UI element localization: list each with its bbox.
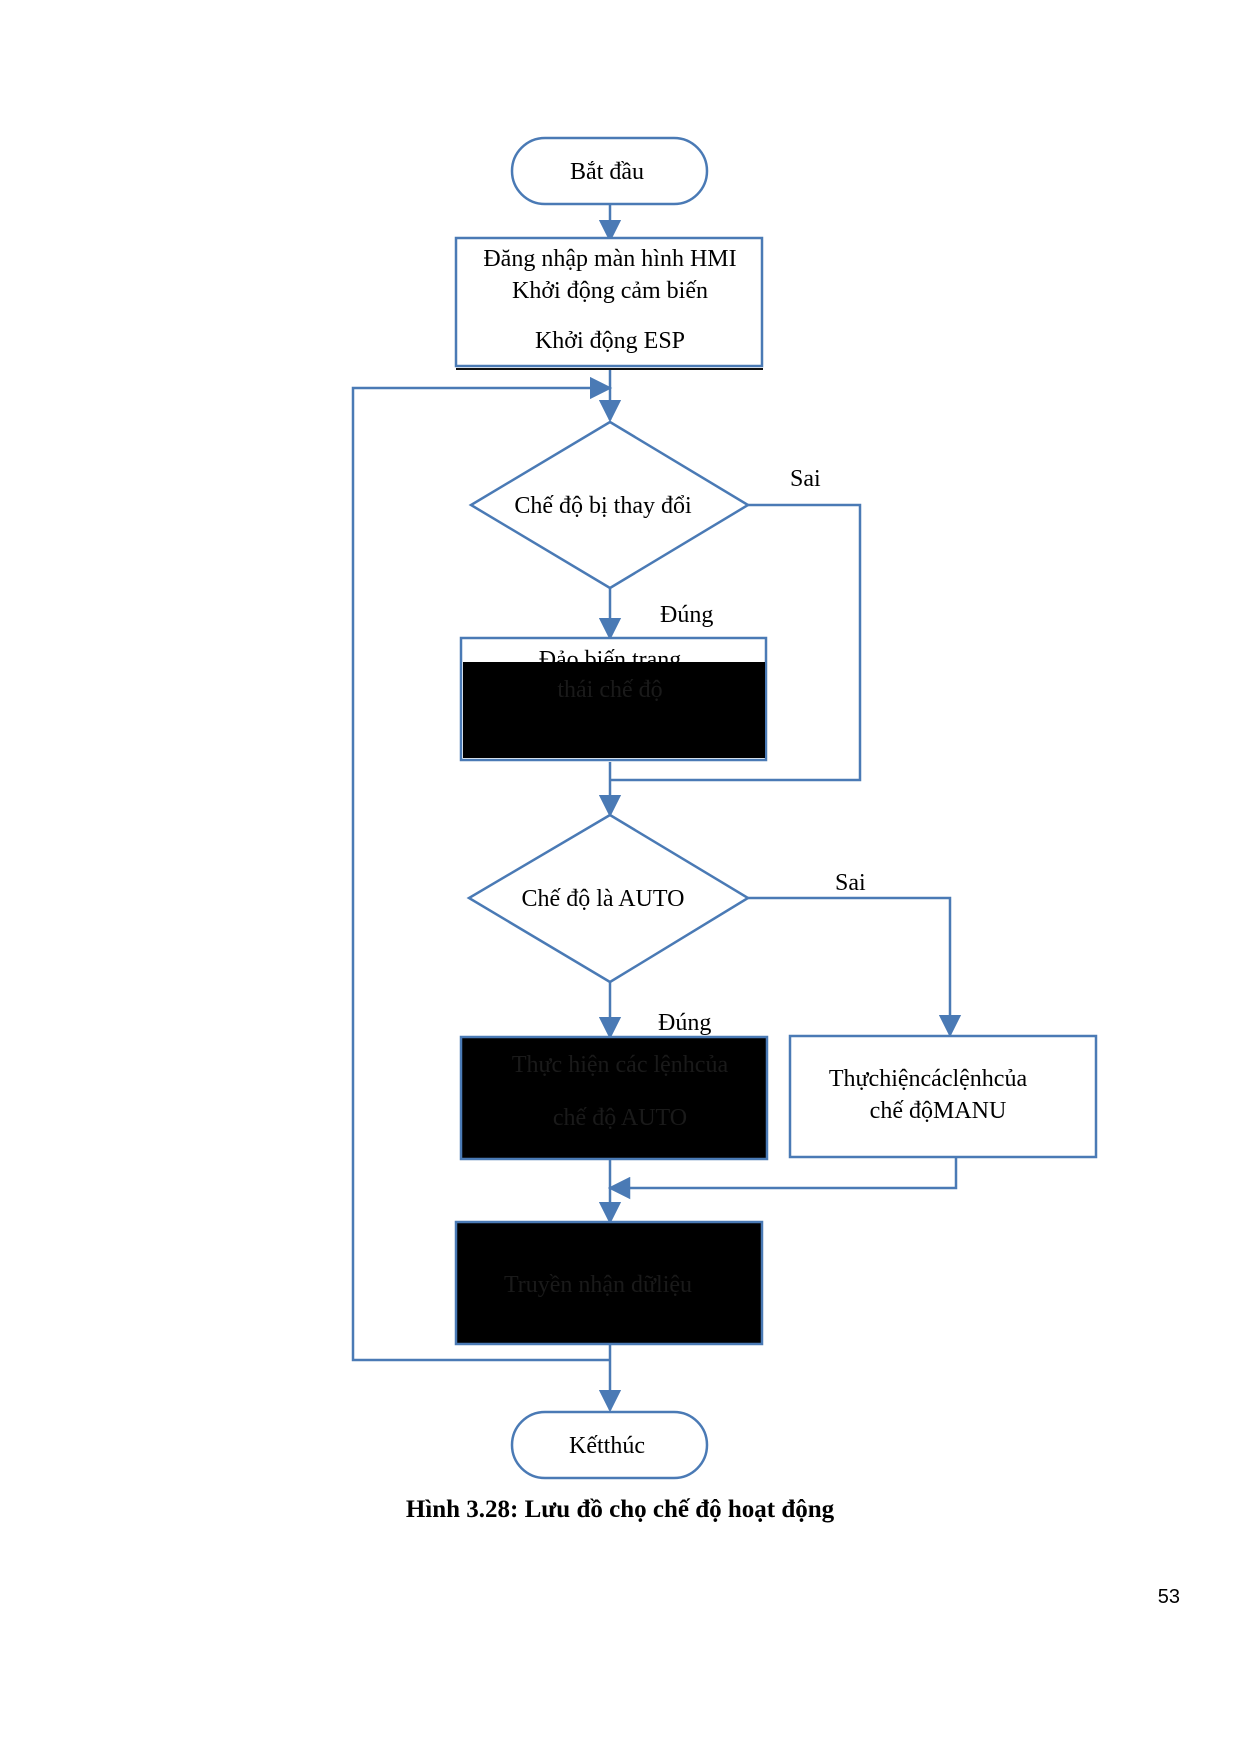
manual-box: Thựchiệncáclệnhcủa chế độMANU: [788, 1034, 1098, 1159]
end-label: Kếtthúc: [569, 1433, 645, 1459]
auto-line-2: chế độ AUTO: [553, 1105, 687, 1131]
loop-back-line: [351, 376, 613, 1362]
label-true-1: Đúng: [660, 602, 713, 628]
end-node: Kếtthúc: [510, 1410, 709, 1480]
manual-line-2: chế độMANU: [870, 1098, 1007, 1124]
arrow-manual-merge: [607, 1158, 958, 1200]
toggle-line-2: thái chế độ: [557, 677, 662, 703]
decision-mode-changed: Chế độ bị thay đổi: [468, 420, 751, 590]
start-label: Bắt đầu: [570, 159, 644, 185]
init-box: Đăng nhập màn hình HMI Khởi động cảm biế…: [454, 236, 764, 370]
init-line-2: Khởi động cảm biến: [512, 278, 708, 304]
start-node: Bắt đầu: [510, 136, 709, 206]
init-line-1: Đăng nhập màn hình HMI: [483, 246, 736, 272]
page-number: 53: [1157, 1586, 1180, 1608]
label-false-2: Sai: [835, 870, 866, 896]
transfer-box: Truyền nhận dữliệu: [454, 1220, 764, 1346]
line-decision1-false: [610, 503, 862, 782]
toggle-box: Đảo biến trạng thái chế độ: [459, 636, 768, 762]
auto-line-1: Thực hiện các lệnhcủa: [512, 1052, 729, 1078]
label-false-1: Sai: [790, 466, 821, 492]
decision-is-auto-label: Chế độ là AUTO: [522, 886, 685, 912]
decision-mode-changed-label: Chế độ bị thay đổi: [514, 493, 692, 519]
label-true-2: Đúng: [658, 1010, 711, 1036]
arrow-decision2-to-manual: [748, 896, 962, 1038]
auto-box: Thực hiện các lệnhcủa chế độ AUTO: [459, 1035, 769, 1161]
manual-line-1: Thựchiệncáclệnhcủa: [829, 1066, 1028, 1092]
redaction-block: [463, 662, 765, 758]
connectors: [351, 205, 962, 1413]
init-line-3: Khởi động ESP: [535, 328, 685, 354]
decision-is-auto: Chế độ là AUTO: [466, 813, 751, 984]
figure-caption: Hình 3.28: Lưu đồ chọ chế độ hoạt động: [405, 1496, 835, 1523]
transfer-label: Truyền nhận dữliệu: [504, 1272, 692, 1298]
